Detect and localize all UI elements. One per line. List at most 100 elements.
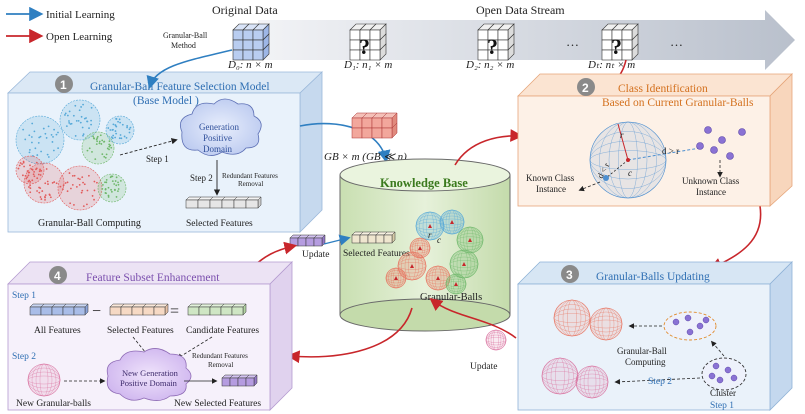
d2-label: D₂: n₂ × m	[465, 59, 514, 71]
box3-number: 3	[566, 268, 573, 282]
box4-title: Feature Subset Enhancement	[86, 272, 220, 284]
d0-label: D₀: n × m	[227, 59, 273, 71]
kb-selected-features-bar	[351, 231, 396, 244]
box2-known-line1: Known Class	[526, 173, 575, 183]
box2-known-line2: Instance	[536, 184, 566, 194]
cube-d2: ?	[477, 23, 515, 61]
box2-title-line2: Based on Current Granular-Balls	[602, 97, 754, 109]
box3-granular-balls-updating: 3 Granular-Balls Updating Granular-Ball …	[470, 261, 793, 411]
cube-d1: ?	[349, 23, 387, 61]
box1-base-model: 1 Granular-Ball Feature Selection Model …	[7, 71, 323, 233]
box4-redundant-line1: Redundant Features	[192, 352, 248, 360]
box3-update-label: Update	[470, 362, 497, 372]
arrow-kb-to-box2	[454, 129, 524, 166]
unknown-data-icon: ?	[359, 34, 370, 59]
box4-cloud-line1: New Generation	[122, 368, 179, 378]
data-stream: Original Data Open Data Stream Granular-…	[163, 3, 795, 71]
arrow-box3-to-kb	[429, 298, 517, 339]
box1-step1: Step 1	[146, 154, 169, 164]
legend-initial-label: Initial Learning	[46, 9, 115, 21]
box2-number-badge	[577, 78, 595, 96]
cube-dt: ?	[601, 23, 639, 61]
box2-r: r	[620, 130, 624, 140]
original-data-label: Original Data	[212, 3, 278, 17]
box1-number: 1	[60, 78, 67, 92]
box1-cloud-line3: Domain	[203, 144, 232, 154]
arrow-update-to-kb	[323, 234, 351, 246]
open-data-stream-label: Open Data Stream	[476, 3, 565, 17]
box4-new-balls-label: New Granular-balls	[16, 399, 91, 409]
box1-selected-label: Selected Features	[186, 219, 253, 229]
box4-selected-features-bar	[109, 303, 169, 316]
ellipsis-1: …	[566, 34, 579, 49]
box4-candidate-label: Candidate Features	[186, 326, 259, 336]
box3-title: Granular-Balls Updating	[596, 271, 710, 283]
box4-minus: −	[92, 303, 101, 320]
box4-new-selected-label: New Selected Features	[174, 399, 261, 409]
unknown-data-icon: ?	[487, 34, 498, 59]
gb-method-line2: Method	[171, 41, 196, 50]
arrow-kb-to-box4	[286, 307, 413, 364]
box1-number-badge	[55, 75, 73, 93]
kb-balls-label: Granular-Balls	[420, 292, 482, 303]
kb-selected-label: Selected Features	[343, 249, 410, 259]
box4-candidate-features-bar	[187, 303, 247, 316]
box3-cluster: Cluster	[710, 388, 736, 398]
box2-title-line1: Class Identification	[618, 83, 708, 95]
box4-equals: =	[170, 303, 179, 320]
dt-label: Dₜ: nₜ × m	[587, 59, 635, 71]
box1-computing-label: Granular-Ball Computing	[38, 218, 141, 229]
box4-feature-subset-enhancement: 4 Feature Subset Enhancement Step 1 Step…	[7, 261, 293, 411]
knowledge-base: Knowledge Base Selected Features r c Gra…	[339, 158, 511, 332]
d1-label: D₁: n₁ × m	[343, 59, 392, 71]
box4-all-features-bar	[29, 303, 89, 316]
box1-selected-features-bar	[185, 196, 262, 209]
box3-balls	[485, 299, 747, 399]
box4-selected-label: Selected Features	[107, 326, 174, 336]
box4-step2: Step 2	[12, 352, 36, 362]
box2-c: c	[628, 168, 632, 178]
box3-gbc-line1: Granular-Ball	[617, 346, 667, 356]
update-bar-top	[289, 234, 326, 247]
box4-redundant-line2: Removal	[208, 361, 233, 369]
box1-granular-balls-illustration	[15, 99, 135, 211]
box4-new-ball	[27, 363, 61, 397]
box4-number: 4	[54, 269, 61, 283]
gb-matrix	[351, 112, 398, 139]
box4-cloud-line2: Positive Domain	[120, 378, 178, 388]
box2-unknown-line2: Instance	[696, 187, 726, 197]
box2-number: 2	[582, 81, 589, 95]
arrow-box2-to-box3	[709, 205, 762, 270]
box4-number-badge	[49, 266, 67, 284]
box1-step2: Step 2	[190, 173, 213, 183]
box1-cloud: Generation Positive Domain	[179, 98, 262, 156]
box3-step1: Step 1	[710, 401, 734, 411]
box4-all-label: All Features	[34, 326, 81, 336]
kb-granular-balls	[385, 209, 484, 295]
box2-unknown-line1: Unknown Class	[682, 176, 740, 186]
cube-d0	[232, 23, 270, 61]
box1-cloud-line1: Generation	[199, 122, 239, 132]
box1-cloud-line2: Positive	[203, 133, 232, 143]
gb-method-line1: Granular-Ball	[163, 31, 208, 40]
box2-class-identification: 2 Class Identification Based on Current …	[517, 73, 793, 207]
box3-step2: Step 2	[648, 377, 672, 387]
box3-number-badge	[561, 265, 579, 283]
ellipsis-2: …	[670, 34, 683, 49]
box4-update-label: Update	[302, 250, 329, 260]
box2-sphere	[578, 121, 746, 199]
gb-matrix-label: GB × m (GB ≪ n)	[324, 151, 407, 163]
kb-r: r	[428, 230, 432, 240]
box4-new-selected-bar	[221, 374, 258, 387]
box4-step1: Step 1	[12, 291, 36, 301]
box4-cloud: New Generation Positive Domain	[106, 348, 192, 401]
box3-gbc-line2: Computing	[625, 357, 666, 367]
box1-redundant-line1: Redundant Features	[222, 172, 278, 180]
kb-c: c	[437, 235, 441, 245]
legend: Initial Learning Open Learning	[6, 6, 115, 44]
box1-title-line1: Granular-Ball Feature Selection Model	[90, 81, 270, 93]
box1-title-line2: (Base Model )	[133, 95, 199, 107]
kb-title: Knowledge Base	[380, 176, 468, 190]
box2-d-gt-r: d > r	[662, 146, 679, 156]
legend-open-label: Open Learning	[46, 31, 113, 43]
